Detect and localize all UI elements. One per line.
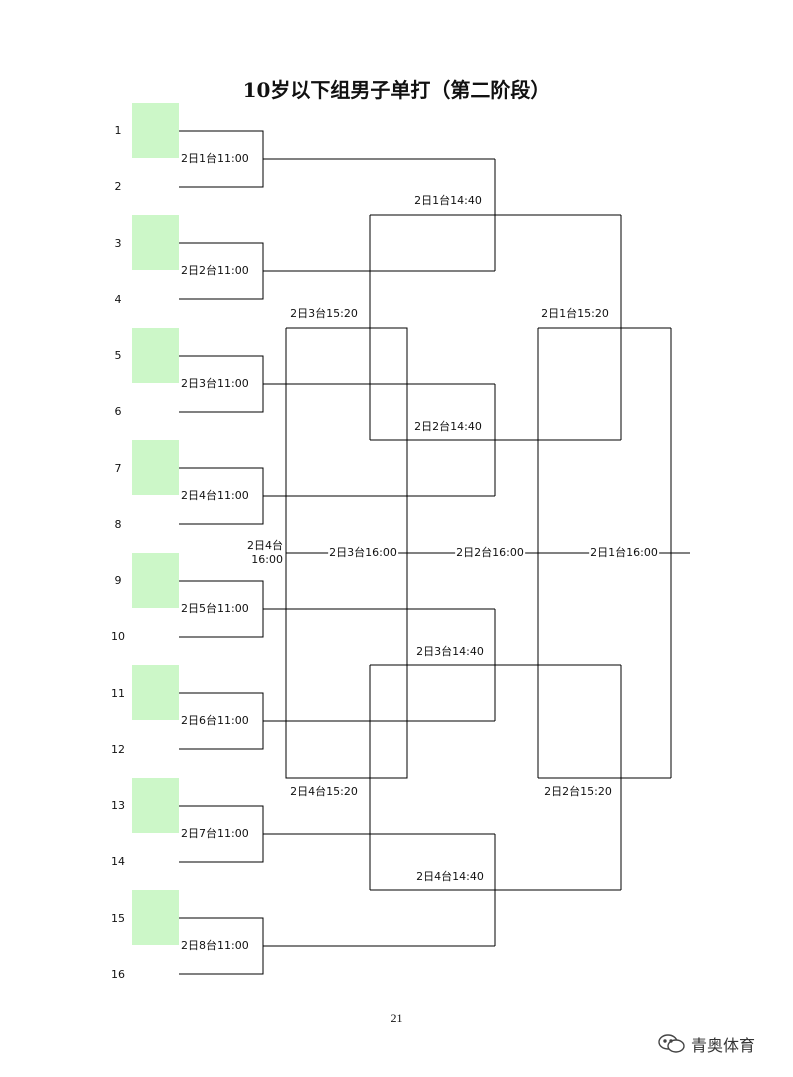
match-time-final: 2日1台16:00	[589, 546, 659, 560]
match-time-round2: 2日1台14:40	[413, 194, 483, 208]
wechat-icon	[658, 1034, 685, 1053]
match-time-round1: 2日1台11:00	[180, 152, 250, 166]
match-time-lower-round1: 2日3台15:20	[289, 307, 359, 321]
match-time-round1: 2日6台11:00	[180, 714, 250, 728]
match-time-lower-round2: 2日4台16:00	[247, 539, 283, 566]
seed-number: 8	[114, 518, 122, 531]
match-time-lower-round3: 2日3台16:00	[328, 546, 398, 560]
seed-number: 12	[111, 743, 125, 756]
seed-number: 7	[114, 462, 122, 475]
watermark: 青奥体育	[657, 1032, 755, 1056]
match-time-round2: 2日2台14:40	[413, 420, 483, 434]
seed-number: 3	[114, 237, 122, 250]
player-slot-box	[132, 103, 179, 158]
match-time-round1: 2日4台11:00	[180, 489, 250, 503]
watermark-text: 青奥体育	[691, 1036, 756, 1055]
match-time-round1: 2日8台11:00	[180, 939, 250, 953]
match-time-lower-round4: 2日2台16:00	[455, 546, 525, 560]
seed-number: 1	[114, 124, 122, 137]
match-time-round1: 2日3台11:00	[180, 377, 250, 391]
seed-number: 14	[111, 855, 125, 868]
player-slot-box	[132, 665, 179, 720]
player-slot-box	[132, 890, 179, 945]
seed-number: 15	[111, 912, 125, 925]
match-time-round2: 2日3台14:40	[415, 645, 485, 659]
player-slot-box	[132, 440, 179, 495]
seed-number: 11	[111, 687, 125, 700]
match-time-lower-round1: 2日4台15:20	[289, 785, 359, 799]
seed-number: 2	[114, 180, 122, 193]
seed-number: 13	[111, 799, 125, 812]
seed-number: 4	[114, 293, 122, 306]
seed-number: 6	[114, 405, 122, 418]
player-slot-box	[132, 778, 179, 833]
match-time-round1: 2日5台11:00	[180, 602, 250, 616]
match-time-round3: 2日2台15:20	[543, 785, 613, 799]
page-title: 10岁以下组男子单打（第二阶段）	[242, 78, 551, 102]
match-time-round1: 2日2台11:00	[180, 264, 250, 278]
seed-number: 9	[114, 574, 122, 587]
player-slot-box	[132, 215, 179, 270]
player-slot-box	[132, 553, 179, 608]
seed-number: 10	[111, 630, 125, 643]
seed-number: 16	[111, 968, 125, 981]
seed-number: 5	[114, 349, 122, 362]
page-number: 21	[390, 1011, 403, 1025]
match-time-round1: 2日7台11:00	[180, 827, 250, 841]
player-slot-box	[132, 328, 179, 383]
match-time-round2: 2日4台14:40	[415, 870, 485, 884]
match-time-round3: 2日1台15:20	[540, 307, 610, 321]
